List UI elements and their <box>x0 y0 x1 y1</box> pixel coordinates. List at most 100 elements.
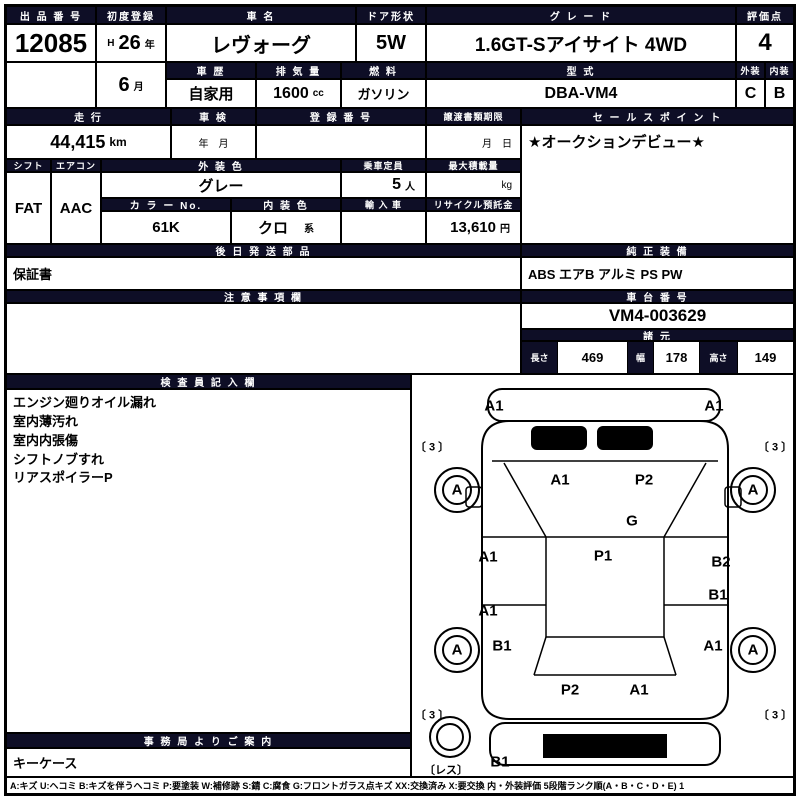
windshield <box>492 460 718 538</box>
recycle-label: リサイクル預託金 <box>426 198 521 211</box>
import-label: 輸 入 車 <box>341 198 426 211</box>
spec-values: 長さ 469 幅 178 高さ 149 <box>521 341 794 374</box>
inspector-note: エンジン廻りオイル漏れ <box>13 395 157 410</box>
mileage-number: 44,415 <box>50 131 106 152</box>
wheel-rear-left <box>434 627 480 673</box>
door-shape-value: 5W <box>356 24 426 62</box>
damage-mark: P2 <box>560 681 580 699</box>
color-no-value: 61K <box>101 211 231 244</box>
damage-mark: A1 <box>629 681 649 699</box>
import-value <box>341 211 426 244</box>
score-value: 4 <box>736 24 794 62</box>
auction-no-empty <box>6 62 96 108</box>
first-reg-value: H 26 年 <box>96 24 166 62</box>
height-label: 高さ <box>700 342 738 373</box>
rear-bumper-bar <box>543 734 667 758</box>
auction-no-label: 出 品 番 号 <box>6 6 96 24</box>
damage-mark: A <box>451 481 463 499</box>
transfer-value: 月 日 <box>426 125 521 159</box>
damage-mark: B1 <box>708 586 728 604</box>
int-color-suffix: 系 <box>304 224 314 235</box>
length-value: 469 <box>558 342 628 373</box>
wheel-front-right <box>730 467 776 513</box>
damage-mark: P1 <box>593 547 613 565</box>
capacity-unit: 人 <box>405 181 415 193</box>
shaken-label: 車 検 <box>171 108 256 125</box>
month-suffix: 月 <box>133 81 144 93</box>
spec-label: 諸 元 <box>521 329 794 341</box>
damage-mark: A <box>747 641 759 659</box>
damage-mark: A <box>451 641 463 659</box>
damage-mark: A1 <box>484 397 504 415</box>
reg-no-value <box>256 125 426 159</box>
capacity-number: 5 <box>392 176 401 193</box>
reg-no-label: 登 録 番 号 <box>256 108 426 125</box>
damage-mark: 〔 3 〕 <box>414 441 450 454</box>
mileage-unit: km <box>109 135 127 149</box>
chassis-value: VM4-003629 <box>521 303 794 329</box>
hood-vent-left <box>531 426 587 450</box>
displacement-label: 排 気 量 <box>256 62 341 79</box>
inspector-note: リアスポイラーP <box>13 470 113 486</box>
displacement-number: 1600 <box>273 84 309 102</box>
equipment-value: ABS エアB アルミ PS PW <box>521 257 794 290</box>
first-reg-label: 初度登録 <box>96 6 166 24</box>
mirror-left <box>465 486 483 508</box>
notes-label: 注 意 事 項 欄 <box>6 290 521 303</box>
auction-sheet: 出 品 番 号 初度登録 車 名 ドア形状 グ レ ー ド 評価点 12085 … <box>4 4 796 796</box>
damage-mark: B1 <box>490 753 510 771</box>
first-reg-month: 6 月 <box>96 62 166 108</box>
rear-window <box>533 636 677 676</box>
grade-label: グ レ ー ド <box>426 6 736 24</box>
int-color-value: クロ 系 <box>231 211 341 244</box>
int-color-label: 内 装 色 <box>231 198 341 211</box>
grade-value: 1.6GT-Sアイサイト 4WD <box>426 24 736 62</box>
office-value: キーケース <box>6 748 411 777</box>
year-suffix: 年 <box>144 39 155 51</box>
reg-year: 26 <box>118 31 141 54</box>
inspector-note: 室内内張傷 <box>13 432 79 448</box>
height-value: 149 <box>754 350 777 365</box>
max-load-label: 最大積載量 <box>426 159 521 172</box>
transfer-label: 譲渡書類期限 <box>426 108 521 125</box>
reg-month: 6 <box>118 73 130 96</box>
damage-mark: A1 <box>703 637 723 655</box>
interior-label: 内装 <box>765 62 794 79</box>
interior-score: B <box>765 79 794 108</box>
exterior-label: 外装 <box>736 62 765 79</box>
history-value: 自家用 <box>166 79 256 108</box>
damage-mark: 〔 3 〕 <box>757 441 793 454</box>
legend: A:キズ U:ヘコミ B:キズを伴うヘコミ P:要塗装 W:補修跡 S:錆 C:… <box>6 777 794 794</box>
length-label: 長さ <box>522 342 558 373</box>
hood-vent-right <box>597 426 653 450</box>
damage-mark: 〔レス〕 <box>424 764 468 777</box>
damage-mark: 〔 3 〕 <box>757 709 793 722</box>
equipment-label: 純 正 装 備 <box>521 244 794 257</box>
door-lines <box>482 536 728 606</box>
recycle-unit: 円 <box>500 224 510 235</box>
later-parts-value: 保証書 <box>6 257 521 290</box>
rear-bumper <box>489 722 721 766</box>
shift-label: シフト <box>6 159 51 172</box>
damage-mark: 〔 3 〕 <box>414 709 450 722</box>
wheel-rear-right <box>730 627 776 673</box>
max-load-value: kg <box>426 172 521 198</box>
inspector-note: シフトノブすれ <box>13 451 105 467</box>
shaken-value: 年 月 <box>171 125 256 159</box>
roof-lines <box>545 537 665 638</box>
ext-color-value: グレー <box>101 172 341 198</box>
door-shape-label: ドア形状 <box>356 6 426 24</box>
damage-mark: A1 <box>478 602 498 620</box>
wheel-front-left <box>434 467 480 513</box>
width-label: 幅 <box>628 342 654 373</box>
exterior-score: C <box>736 79 765 108</box>
shift-value: FAT <box>6 172 51 244</box>
recycle-value: 13,610 円 <box>426 211 521 244</box>
car-diagram <box>429 388 776 766</box>
capacity-label: 乗車定員 <box>341 159 426 172</box>
car-name-value: レヴォーグ <box>166 24 356 62</box>
mileage-value: 44,415 km <box>6 125 171 159</box>
score-label: 評価点 <box>736 6 794 24</box>
sales-point-value: ★オークションデビュー★ <box>521 125 794 244</box>
